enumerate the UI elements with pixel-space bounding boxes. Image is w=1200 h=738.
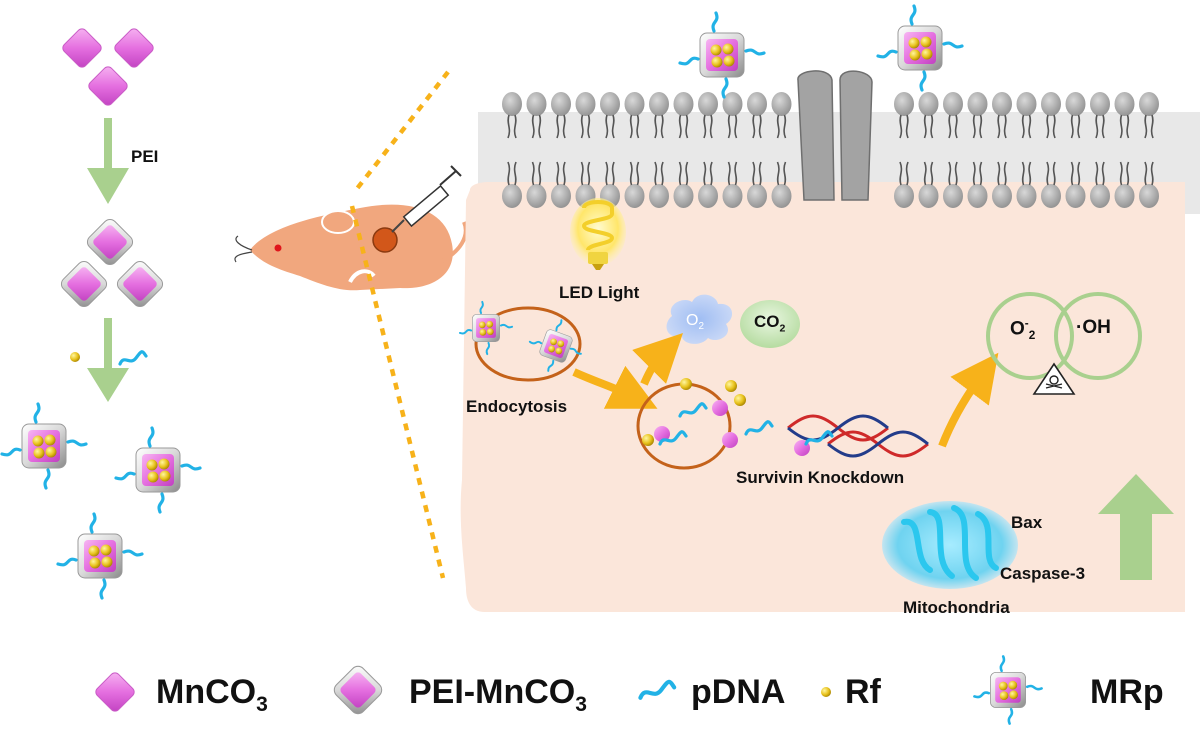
legend-pdna-icon <box>640 682 674 698</box>
process-arrow <box>938 352 999 448</box>
led-light-label: LED Light <box>559 283 640 302</box>
rf-ball <box>680 378 692 390</box>
pei-step-arrow <box>87 118 129 204</box>
legend-rf-icon <box>821 687 831 697</box>
channel-protein <box>797 70 835 201</box>
pei-mnco3-diamond <box>84 216 136 268</box>
zoom-guide-line <box>354 70 450 192</box>
rf-ball <box>70 352 80 362</box>
dna-helix <box>787 414 929 458</box>
legend-rf-label: Rf <box>845 673 881 711</box>
process-arrow <box>572 365 658 409</box>
co2-label: CO2 <box>754 312 786 335</box>
endocytosis-label: Endocytosis <box>466 397 568 416</box>
mrp-particle <box>56 512 144 600</box>
cytoplasm <box>460 182 1186 612</box>
legend-mrp-label: MRp <box>1090 673 1164 711</box>
synthesis-panel <box>0 26 202 600</box>
mrp-particle <box>678 11 766 99</box>
mnco3-diamond <box>112 26 156 70</box>
mn-fragment <box>712 400 728 416</box>
process-arrow <box>632 333 683 386</box>
syringe-icon <box>391 165 462 233</box>
legend-mnco3-label: MnCO3 <box>156 673 268 716</box>
toxic-hazard-icon <box>1032 362 1076 395</box>
mnco3-diamond <box>86 64 130 108</box>
rf-ball <box>725 380 737 392</box>
superoxide-label: O-2 <box>1010 317 1036 343</box>
hydroxyl-label: ·OH <box>1076 317 1111 338</box>
superoxide-circle <box>986 292 1074 380</box>
rf-ball <box>734 394 746 406</box>
pdna-strand <box>118 350 148 366</box>
bax-label: Bax <box>1011 513 1043 532</box>
rf-ball <box>642 434 654 446</box>
cell-panel <box>458 4 1200 612</box>
o2-label: O2 <box>686 312 704 333</box>
channel-protein <box>839 70 873 201</box>
mitochondria-label: Mitochondria <box>903 598 1010 617</box>
pei-mnco3-diamond <box>114 258 166 310</box>
mn-fragment <box>722 432 738 448</box>
mrp-particle <box>114 426 202 514</box>
endosome <box>474 306 582 382</box>
survivin-knockdown-label: Survivin Knockdown <box>736 468 905 487</box>
mn-fragment <box>654 426 670 442</box>
legend-pdna-label: pDNA <box>691 673 786 711</box>
legend-pei-mnco3-icon <box>330 662 386 718</box>
loading-step-arrow <box>87 318 129 402</box>
pei-step-label: PEI <box>131 147 159 166</box>
mnco3-diamond <box>60 26 104 70</box>
mouse-illustration <box>234 165 468 291</box>
mrp-particle <box>0 402 88 490</box>
tumor <box>372 227 398 253</box>
led-bulb-icon <box>570 198 626 270</box>
mrp-particle <box>876 4 964 92</box>
co2-bubble <box>740 300 800 348</box>
pei-mnco3-diamond <box>58 258 110 310</box>
mitochondria-icon <box>882 501 1018 589</box>
legend-mrp-icon <box>973 655 1043 725</box>
upregulation-arrow <box>1098 474 1174 580</box>
legend-pei-mnco3-label: PEI-MnCO3 <box>409 673 587 716</box>
hydroxyl-circle <box>1054 292 1142 380</box>
o2-bubble <box>666 294 733 344</box>
caspase-3-label: Caspase-3 <box>1000 564 1086 583</box>
legend-mnco3-icon <box>93 670 137 714</box>
